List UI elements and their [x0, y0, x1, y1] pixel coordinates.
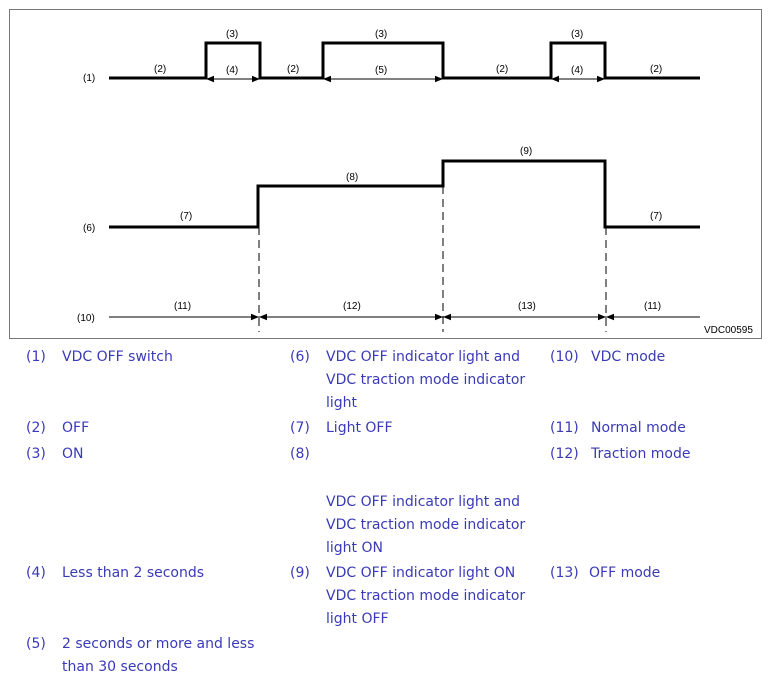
legend-number: (1)	[26, 349, 46, 365]
timing-diagram-svg: (1) (2) (3) (4) (2) (3) (5) (2) (3) (4) …	[77, 29, 753, 336]
legend-number: (9)	[290, 565, 310, 581]
legend-text: OFF	[62, 420, 90, 436]
legend-number: (7)	[290, 420, 310, 436]
legend-text: Traction mode	[591, 446, 691, 462]
label-11a: (11)	[174, 301, 191, 312]
legend-text-line-1: VDC OFF indicator light and	[326, 349, 521, 365]
label-13: (13)	[518, 301, 536, 312]
legend-text-line-1: 2 seconds or more and less	[62, 636, 255, 652]
label-2b: (2)	[287, 64, 299, 75]
label-4b: (4)	[571, 65, 583, 76]
legend-text-line-2: VDC traction mode indicator	[326, 517, 526, 533]
legend-number: (13)	[550, 565, 579, 581]
legend-text: VDC mode	[591, 349, 666, 365]
legend-number: (12)	[550, 446, 579, 462]
figure-code: VDC00595	[704, 325, 753, 336]
label-10: (10)	[77, 313, 95, 324]
legend-text: Normal mode	[591, 420, 686, 436]
legend-text: Less than 2 seconds	[62, 565, 205, 581]
label-2a: (2)	[154, 64, 166, 75]
label-6: (6)	[83, 223, 95, 234]
label-12: (12)	[343, 301, 361, 312]
label-9: (9)	[520, 146, 532, 157]
legend-number: (11)	[550, 420, 579, 436]
legend-number: (8)	[290, 446, 310, 462]
legend-text: VDC OFF switch	[62, 349, 173, 365]
legend-text-line-3: light OFF	[326, 611, 389, 627]
label-5: (5)	[375, 65, 387, 76]
switch-waveform	[109, 41, 700, 80]
legend-text: Light OFF	[326, 420, 393, 436]
legend-text-line-1: VDC OFF indicator light and	[326, 494, 521, 510]
legend-text-line-2: VDC traction mode indicator	[326, 372, 526, 388]
legend-number: (4)	[26, 565, 46, 581]
label-7b: (7)	[650, 211, 662, 222]
legend-text-line-1: VDC OFF indicator light ON	[326, 565, 516, 581]
label-11b: (11)	[644, 301, 661, 312]
legend-number: (6)	[290, 349, 310, 365]
label-3c: (3)	[571, 29, 583, 40]
legend-text-line-3: light	[326, 395, 358, 411]
label-8: (8)	[346, 172, 358, 183]
legend-number: (5)	[26, 636, 46, 652]
legend-text-line-3: light ON	[326, 540, 383, 556]
indicator-waveform	[109, 159, 700, 229]
timing-diagram: (1) (2) (3) (4) (2) (3) (5) (2) (3) (4) …	[9, 9, 762, 339]
legend-text: OFF mode	[589, 565, 661, 581]
label-2c: (2)	[496, 64, 508, 75]
legend-text-line-2: VDC traction mode indicator	[326, 588, 526, 604]
legend-text-line-2: than 30 seconds	[62, 659, 178, 675]
legend-number: (10)	[550, 349, 579, 365]
legend-text: ON	[62, 446, 84, 462]
label-1: (1)	[83, 73, 95, 84]
label-3b: (3)	[375, 29, 387, 40]
legend-number: (3)	[26, 446, 46, 462]
label-3a: (3)	[226, 29, 238, 40]
label-7a: (7)	[180, 211, 192, 222]
legend-number: (2)	[26, 420, 46, 436]
label-4a: (4)	[226, 65, 238, 76]
label-2d: (2)	[650, 64, 662, 75]
